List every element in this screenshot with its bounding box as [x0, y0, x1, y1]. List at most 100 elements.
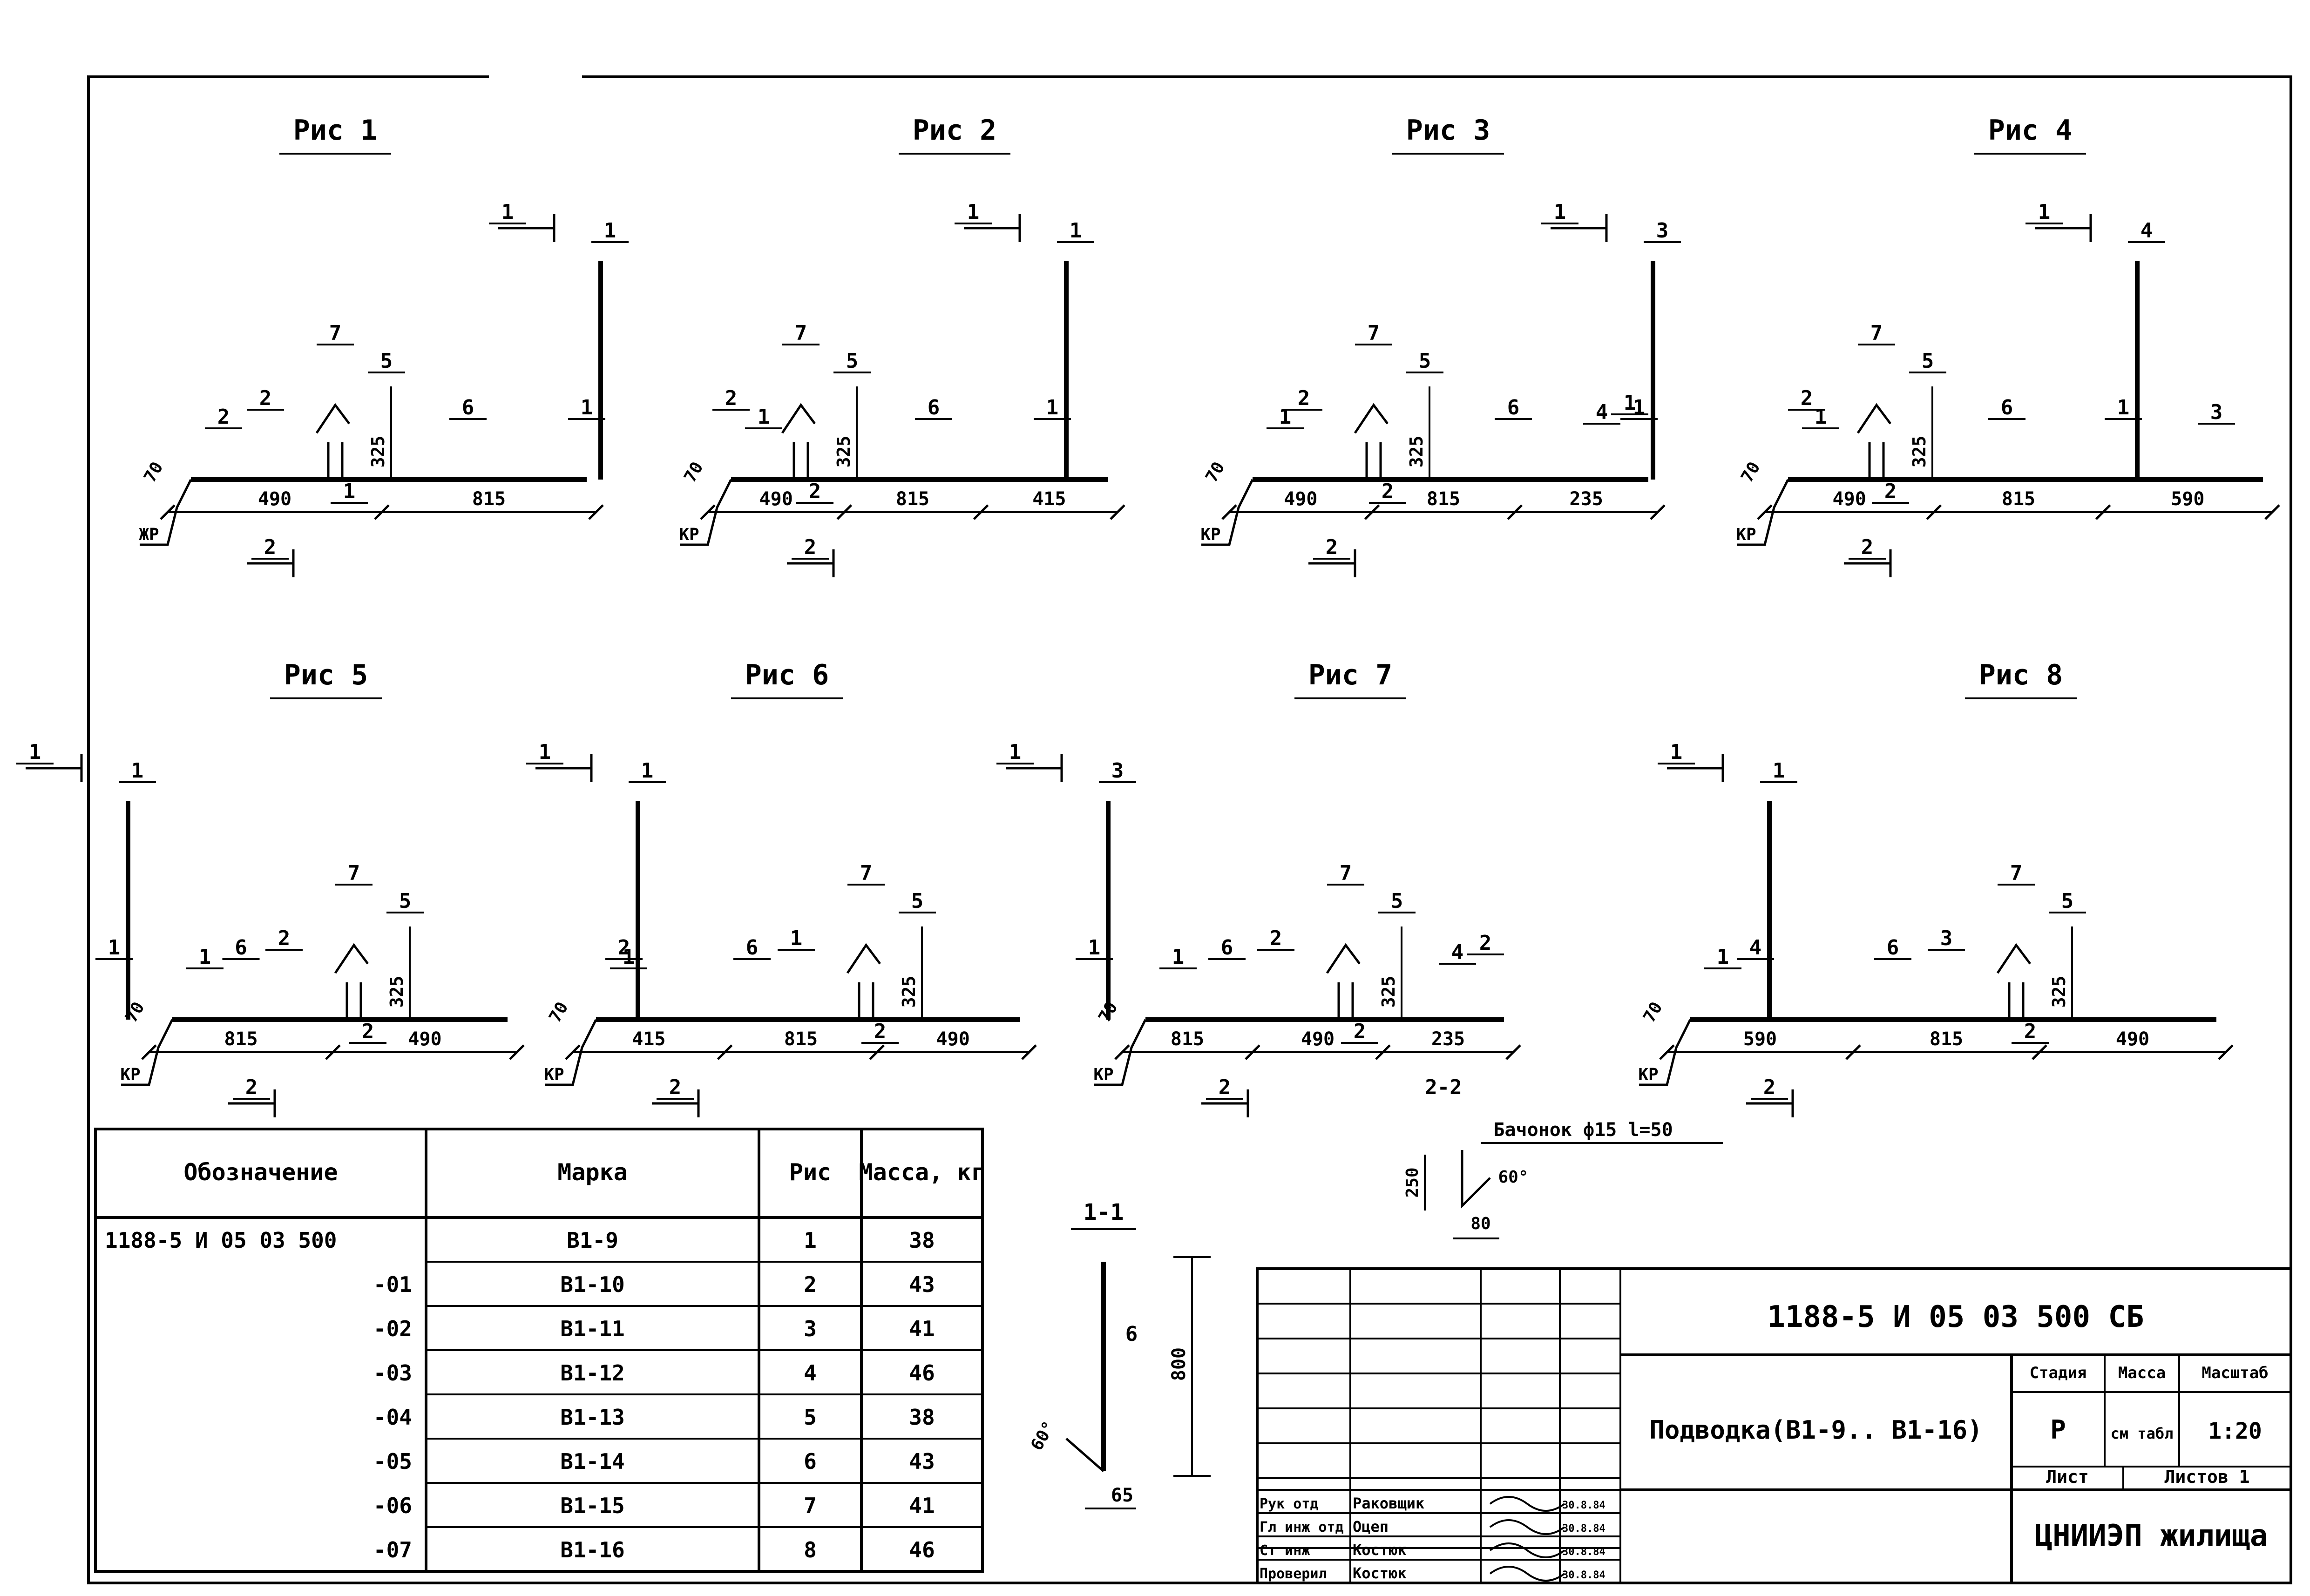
callout-number: 1 — [1717, 945, 1729, 969]
barrel-h: 250 — [1403, 1167, 1422, 1197]
figure-title: Рис 2 — [913, 114, 997, 147]
dimension-tick — [1757, 504, 1773, 520]
inlet-pipe — [680, 479, 732, 546]
callout-number: 1 — [1633, 396, 1646, 419]
mass-label: Масса — [2118, 1364, 2166, 1382]
dimension-tick — [374, 504, 390, 520]
bom-mass: 46 — [909, 1537, 935, 1562]
callout-number: 7 — [1870, 321, 1883, 345]
callout-number: 1 — [1279, 405, 1292, 429]
callout-number: 1 — [199, 945, 211, 969]
bom-designation: -01 — [373, 1272, 412, 1297]
inlet-label: КР — [544, 1065, 564, 1084]
angle-value: 70 — [680, 459, 707, 486]
dimension-tick — [869, 1044, 885, 1060]
callout-number: 2 — [1884, 480, 1897, 503]
callout-number: 1 — [501, 200, 514, 224]
dimension-tick — [2218, 1044, 2234, 1060]
callout-number: 5 — [1419, 349, 1431, 373]
signer-date: 30.8.84 — [1562, 1546, 1605, 1558]
vdim-value: 325 — [386, 976, 407, 1008]
valve-handle — [1996, 943, 2031, 974]
callout-number: 5 — [911, 889, 924, 913]
callout-number: 1 — [2038, 200, 2051, 224]
callout-number: 1 — [343, 480, 356, 503]
figure-title: Рис 6 — [745, 659, 829, 691]
valve-body — [327, 442, 344, 480]
valve-handle — [781, 403, 816, 434]
callout-number: 6 — [928, 396, 940, 419]
bom-fig: 7 — [804, 1493, 817, 1518]
figure-title: Рис 8 — [1979, 659, 2063, 691]
mass-value: см табл — [2111, 1425, 2174, 1442]
callout-number: 2 — [217, 405, 230, 429]
callout-number: 4 — [2141, 219, 2153, 243]
bom-mark: В1-12 — [560, 1360, 624, 1386]
callout-number: 2 — [264, 535, 277, 559]
callout-number: 1 — [1009, 740, 1022, 764]
outer-frame — [87, 75, 2292, 1584]
valve-body — [1868, 442, 1885, 480]
barrel-note: Бачонок ф15 l=50 — [1493, 1119, 1673, 1141]
callout-number: 1 — [641, 759, 654, 783]
inlet-pipe — [1639, 1019, 1692, 1086]
dimension-tick — [1114, 1044, 1130, 1060]
signature — [1489, 1496, 1565, 1512]
inlet-label: КР — [1200, 525, 1220, 544]
callout-number: 5 — [1391, 889, 1403, 913]
dimension-value: 490 — [408, 1028, 441, 1050]
valve-handle — [1326, 943, 1361, 974]
bom-fig: 8 — [804, 1537, 817, 1562]
inlet-label: КР — [120, 1065, 140, 1084]
scale-value: 1:20 — [2208, 1418, 2262, 1444]
valve-body — [793, 442, 809, 480]
signer-role: Гл инж отд — [1260, 1519, 1344, 1535]
valve-body — [345, 982, 362, 1020]
dimension-value: 490 — [258, 488, 291, 510]
callout-number: 1 — [108, 936, 121, 960]
dimension-tick — [1659, 1044, 1675, 1060]
bom-mass: 43 — [909, 1449, 935, 1474]
bom-fig: 2 — [804, 1272, 817, 1297]
figure-title: Рис 1 — [293, 114, 378, 147]
bom-designation: -03 — [373, 1360, 412, 1386]
angle-value: 70 — [1737, 459, 1764, 486]
bom-header: Обозначение — [183, 1159, 338, 1186]
dimension-tick — [325, 1044, 341, 1060]
signer-name: Оцеп — [1353, 1518, 1389, 1535]
callout-number: 5 — [2061, 889, 2074, 913]
callout-number: 1 — [790, 926, 803, 950]
callout-number: 5 — [1922, 349, 1934, 373]
callout-number: 1 — [758, 405, 770, 429]
drawing-title: Подводка(В1-9.. В1-16) — [1649, 1415, 1982, 1445]
dimension-tick — [160, 504, 176, 520]
callout-number: 1 — [1624, 391, 1636, 415]
figure-title: Рис 4 — [1988, 114, 2073, 147]
callout-number: 3 — [2210, 400, 2223, 424]
callout-number: 1 — [967, 200, 980, 224]
callout-number: 6 — [235, 936, 247, 960]
callout-number: 7 — [2010, 861, 2023, 885]
callout-number: 2 — [2024, 1020, 2037, 1043]
valve-body — [1337, 982, 1354, 1020]
callout-number: 6 — [1887, 936, 1899, 960]
bom-mass: 46 — [909, 1360, 935, 1386]
dimension-value: 490 — [759, 488, 793, 510]
dimension-value: 590 — [1743, 1028, 1777, 1050]
vdim-value: 325 — [833, 436, 854, 468]
dimension-tick — [973, 504, 989, 520]
callout-number: 1 — [1773, 759, 1785, 783]
dimension-tick — [141, 1044, 157, 1060]
callout-number: 5 — [846, 349, 859, 373]
callout-number: 7 — [795, 321, 807, 345]
dimension-value: 235 — [1570, 488, 1603, 510]
dimension-tick — [565, 1044, 581, 1060]
bom-designation: -06 — [373, 1493, 412, 1518]
dimension-tick — [2095, 504, 2111, 520]
angle-value: 70 — [1639, 999, 1666, 1026]
inlet-label: ЖР — [139, 525, 159, 544]
bom-header: Рис — [789, 1159, 831, 1186]
